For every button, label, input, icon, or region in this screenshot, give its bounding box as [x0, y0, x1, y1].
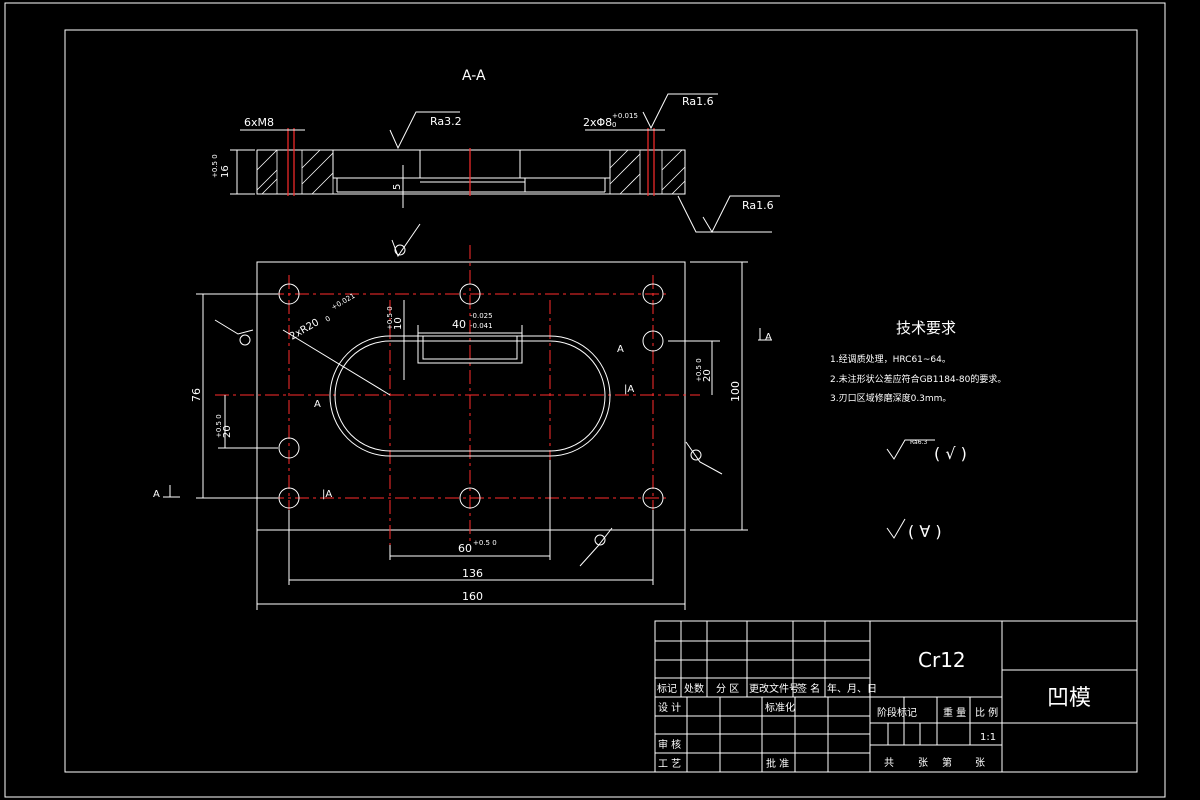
- total-label: 共: [884, 757, 894, 769]
- tech-requirement-2: 2.未注形状公差应符合GB1184-80的要求。: [830, 373, 1006, 385]
- dim-pin-holes-tol-lower: 0: [612, 121, 616, 129]
- dim-60-tol: +0.5 0: [473, 539, 497, 547]
- standardization-label: 标准化: [765, 701, 795, 714]
- header-zone: 分 区: [716, 683, 739, 695]
- header-mark: 标记: [657, 683, 677, 695]
- section-title: A-A: [462, 68, 486, 84]
- inner-border: [64, 29, 1138, 773]
- dim-20-left: 20: [222, 425, 233, 438]
- tech-requirement-3: 3.刃口区域修磨深度0.3mm。: [830, 392, 951, 404]
- dim-slot-radius-tol-lower: 0: [324, 315, 332, 324]
- dim-pin-holes: 2xΦ8: [583, 116, 612, 129]
- header-change-doc: 更改文件号: [749, 682, 799, 695]
- title-block-text: Cr12 凹模 标记 处数 分 区 更改文件号 签 名 年、月、日 设 计 标准…: [657, 648, 1091, 770]
- tech-requirement-1: 1.经调质处理，HRC61~64。: [830, 353, 951, 365]
- scale-label: 比 例: [975, 706, 998, 719]
- outer-border: [4, 2, 1166, 798]
- page-label: 第: [942, 756, 952, 769]
- sheet2-label: 张: [975, 757, 985, 769]
- dim-10: 10: [393, 317, 404, 330]
- roughness-ra16-top: Ra1.6: [682, 95, 714, 108]
- header-count: 处数: [684, 682, 704, 695]
- material: Cr12: [918, 648, 966, 672]
- dim-thickness: 16: [220, 165, 231, 178]
- part-name: 凹模: [1047, 686, 1091, 711]
- sheets-label: 张: [918, 757, 928, 769]
- section-mark-a-right: A: [617, 344, 624, 355]
- scale-value: 1:1: [980, 732, 996, 743]
- dim-pin-holes-tol-upper: +0.015: [612, 112, 638, 120]
- dim-76: 76: [190, 388, 203, 402]
- dim-slot-radius: 2xR20: [288, 317, 321, 343]
- approve-label: 批 准: [766, 757, 789, 770]
- dim-thread: 6xM8: [244, 116, 274, 129]
- section-mark-a-left: A: [153, 489, 160, 500]
- tech-requirements-title: 技术要求: [896, 319, 956, 337]
- review-label: 审 核: [658, 738, 681, 751]
- dim-20-left-tol: +0.5 0: [215, 414, 223, 438]
- dim-40-tol-upper: -0.025: [470, 312, 493, 320]
- dim-100: 100: [729, 381, 742, 402]
- roughness-ra32: Ra3.2: [430, 115, 462, 128]
- dim-136: 136: [462, 567, 483, 580]
- dim-depth: 5: [392, 184, 403, 190]
- header-sign: 签 名: [797, 682, 820, 695]
- weight-label: 重 量: [943, 706, 966, 719]
- header-date: 年、月、日: [827, 682, 877, 695]
- roughness-ra16-side: Ra1.6: [742, 199, 774, 212]
- process-label: 工 艺: [658, 758, 681, 770]
- section-mark-a-mid-right: |A: [624, 384, 634, 395]
- tech-symbol2-paren: ( ∀ ): [908, 522, 942, 541]
- dim-thickness-tol: +0.5 0: [211, 154, 219, 178]
- dim-10-tol: +0.5 0: [386, 306, 394, 330]
- plan-view: 40 -0.025 -0.041 10 +0.5 0 2xR20 +0.021 …: [153, 223, 772, 610]
- tech-symbol1-label: Ra6.3: [910, 439, 927, 446]
- dim-160: 160: [462, 590, 483, 603]
- stage-mark-label: 阶段标记: [877, 706, 917, 719]
- tech-symbol1-paren: ( √ ): [934, 444, 967, 463]
- dim-20-right-tol: +0.5 0: [695, 358, 703, 382]
- dim-20-right: 20: [702, 369, 713, 382]
- design-label: 设 计: [658, 701, 681, 714]
- title-block: [654, 620, 1138, 773]
- section-mark-a-far-right: A: [765, 332, 772, 343]
- dim-slot-radius-tol-upper: +0.021: [330, 292, 356, 312]
- section-view: A-A: [211, 68, 780, 234]
- section-mark-a-mid-left: A: [314, 399, 321, 410]
- section-mark-a-bottom: |A: [322, 489, 332, 500]
- dim-40-tol-lower: -0.041: [470, 322, 493, 330]
- tech-requirements: 技术要求 1.经调质处理，HRC61~64。 2.未注形状公差应符合GB1184…: [830, 319, 1006, 541]
- dim-40: 40: [452, 318, 466, 331]
- dim-60: 60: [458, 542, 472, 555]
